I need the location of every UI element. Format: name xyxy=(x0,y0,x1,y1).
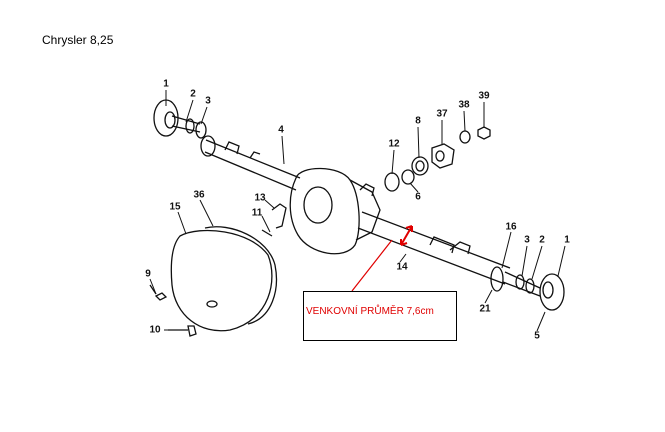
part-label-3: 3 xyxy=(205,95,211,107)
part-label-11: 11 xyxy=(251,207,263,219)
part-label-1: 1 xyxy=(163,78,169,90)
part-label-37: 37 xyxy=(436,108,448,120)
part-label-36: 36 xyxy=(193,189,205,201)
part-label-15: 15 xyxy=(169,201,181,213)
annotation-text: VENKOVNÍ PRŮMĚR 7,6cm xyxy=(306,306,434,317)
part-label-5: 5 xyxy=(534,330,540,342)
part-label-4: 4 xyxy=(278,124,284,136)
diameter-annotation xyxy=(351,225,413,292)
differential-housing xyxy=(289,167,381,255)
part-label-1-right: 1 xyxy=(564,234,570,246)
part-label-2-right: 2 xyxy=(539,234,545,246)
annotation-leader-line xyxy=(351,239,393,292)
part-label-9: 9 xyxy=(145,268,151,280)
drain-plug xyxy=(168,325,197,337)
part-label-39: 39 xyxy=(478,90,490,102)
axle-housing-tube xyxy=(200,135,511,285)
part-label-6: 6 xyxy=(415,191,421,203)
part-label-14: 14 xyxy=(396,261,408,273)
part-label-8: 8 xyxy=(415,115,421,127)
part-label-3-right: 3 xyxy=(524,234,530,246)
annotation-box: VENKOVNÍ PRŮMĚR 7,6cm xyxy=(303,291,457,341)
fill-plug xyxy=(149,284,168,301)
part-label-38: 38 xyxy=(458,99,470,111)
part-label-21: 21 xyxy=(479,303,491,315)
right-axle-flange xyxy=(490,266,565,311)
diagram-title: Chrysler 8,25 xyxy=(42,33,114,47)
left-axle-flange xyxy=(153,99,207,139)
part-label-12: 12 xyxy=(388,138,400,150)
diameter-double-arrow xyxy=(400,225,413,246)
part-label-2: 2 xyxy=(190,88,196,100)
leader-lines xyxy=(149,90,566,332)
differential-cover-and-gasket xyxy=(170,226,278,332)
pinion-parts xyxy=(384,126,491,192)
bracket-part xyxy=(261,203,287,237)
part-label-13: 13 xyxy=(254,192,266,204)
part-label-10: 10 xyxy=(149,324,161,336)
part-label-16: 16 xyxy=(505,221,517,233)
